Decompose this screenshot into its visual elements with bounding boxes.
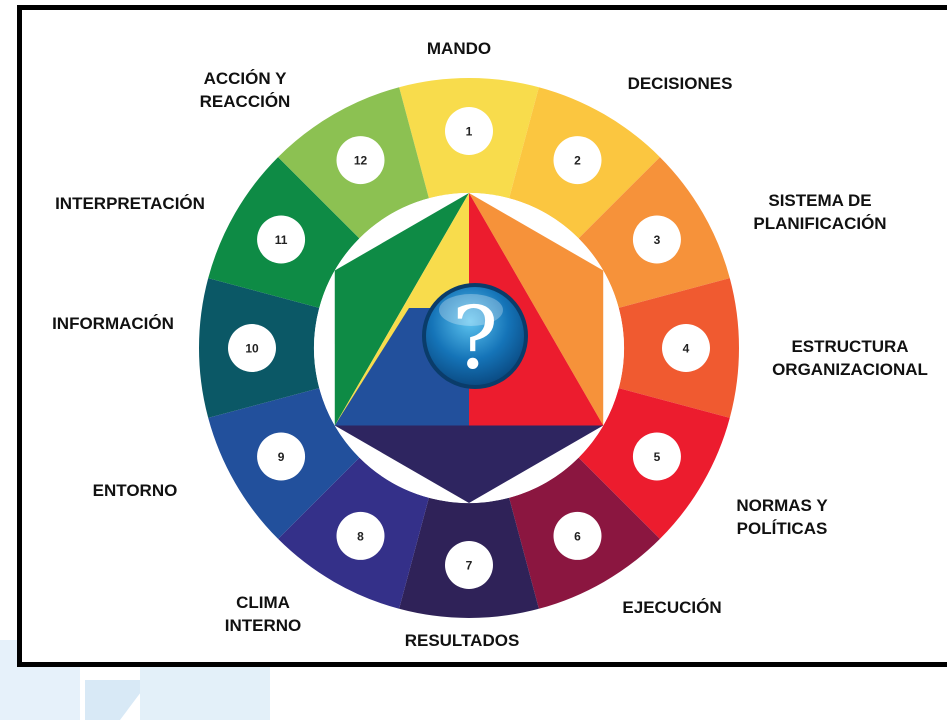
question-mark-glyph: ? bbox=[452, 289, 498, 389]
badge-number-8: 8 bbox=[357, 529, 364, 543]
badge-circle-4 bbox=[662, 324, 710, 372]
badge-number-6: 6 bbox=[574, 529, 581, 543]
triangle-orange bbox=[469, 193, 604, 426]
segment-label-line: RESULTADOS bbox=[404, 631, 520, 650]
badge-number-2: 2 bbox=[574, 154, 581, 168]
badge-circle-9 bbox=[257, 432, 306, 481]
badge-circle-12 bbox=[336, 136, 385, 185]
segment-label-line: ORGANIZACIONAL bbox=[772, 360, 928, 379]
segment-label-line: SISTEMA DE bbox=[768, 191, 872, 210]
segment-label-line: ESTRUCTURA bbox=[791, 337, 909, 356]
segment-label-line: ENTORNO bbox=[92, 481, 178, 500]
segment-label-line: ACCIÓN Y bbox=[203, 69, 287, 88]
badge-circle-11 bbox=[257, 215, 306, 264]
question-icon-ball bbox=[426, 287, 524, 385]
badge-circle-2 bbox=[553, 136, 602, 185]
segment-label-9: ENTORNO bbox=[70, 479, 200, 502]
segment-label-12: ACCIÓN Y REACCIÓN bbox=[175, 67, 315, 113]
question-icon-shine bbox=[439, 294, 503, 326]
badge-circle-6 bbox=[553, 511, 602, 560]
segment-label-line: DECISIONES bbox=[627, 74, 733, 93]
badge-number-10: 10 bbox=[245, 342, 259, 356]
segment-label-line: REACCIÓN bbox=[199, 92, 291, 111]
badge-circle-10 bbox=[228, 324, 276, 372]
segment-label-8: CLIMA INTERNO bbox=[208, 591, 318, 637]
segment-label-line: INTERNO bbox=[224, 616, 302, 635]
segment-label-line: INFORMACIÓN bbox=[52, 314, 174, 333]
segment-label-3: SISTEMA DE PLANIFICACIÓN bbox=[720, 189, 920, 235]
badge-number-4: 4 bbox=[683, 342, 690, 356]
segment-label-line: INTERPRETACIÓN bbox=[55, 194, 205, 213]
segment-label-1: MANDO bbox=[404, 37, 514, 60]
segment-label-2: DECISIONES bbox=[600, 72, 760, 95]
triangle-navy bbox=[334, 425, 604, 503]
segment-label-line: CLIMA bbox=[236, 593, 290, 612]
segment-label-11: INTERPRETACIÓN bbox=[40, 192, 220, 215]
badge-circle-3 bbox=[632, 215, 681, 264]
segment-label-line: EJECUCIÓN bbox=[622, 598, 722, 617]
badge-circle-5 bbox=[632, 432, 681, 481]
segment-label-6: EJECUCIÓN bbox=[602, 596, 742, 619]
segment-label-5: NORMAS Y POLÍTICAS bbox=[712, 494, 852, 540]
badge-number-5: 5 bbox=[654, 450, 661, 464]
badge-number-12: 12 bbox=[354, 154, 368, 168]
badge-number-1: 1 bbox=[466, 125, 473, 139]
badge-circle-8 bbox=[336, 511, 385, 560]
badge-number-9: 9 bbox=[278, 450, 285, 464]
segment-label-10: INFORMACIÓN bbox=[38, 312, 188, 335]
segment-label-line: PLANIFICACIÓN bbox=[753, 214, 887, 233]
triangle-red bbox=[469, 193, 604, 426]
decorative-block bbox=[140, 665, 270, 720]
segment-label-line: MANDO bbox=[426, 39, 492, 58]
badge-number-7: 7 bbox=[466, 559, 473, 573]
badge-circle-7 bbox=[445, 541, 493, 589]
badge-number-3: 3 bbox=[654, 233, 661, 247]
badge-number-11: 11 bbox=[275, 233, 288, 247]
question-mark-icon[interactable]: ? bbox=[422, 283, 528, 389]
segment-label-line: POLÍTICAS bbox=[736, 519, 828, 538]
segment-label-7: RESULTADOS bbox=[382, 629, 542, 652]
segment-label-4: ESTRUCTURA ORGANIZACIONAL bbox=[760, 335, 940, 381]
decorative-block bbox=[85, 680, 150, 720]
segment-label-line: NORMAS Y bbox=[736, 496, 828, 515]
badge-circle-1 bbox=[445, 107, 493, 155]
